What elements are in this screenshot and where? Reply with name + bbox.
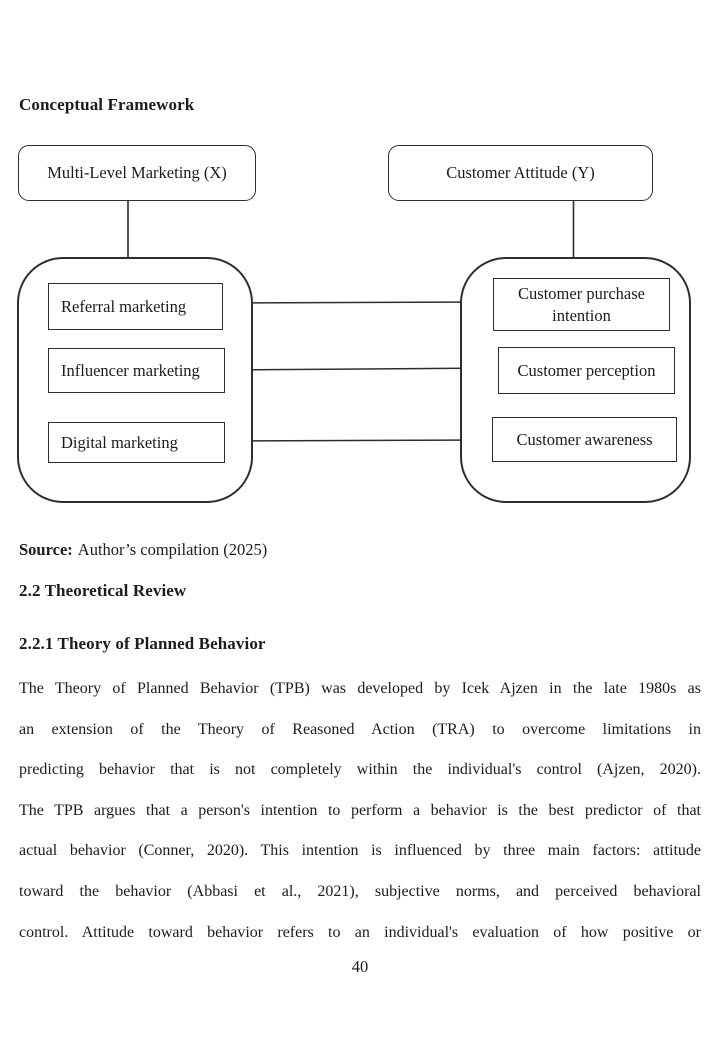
box-customer-awareness: Customer awareness — [492, 417, 677, 462]
paragraph-line: The TPB argues that a person's intention… — [19, 801, 701, 819]
box-customer-perception: Customer perception — [498, 347, 675, 394]
subsection-heading-theory-of-planned-behavior: 2.2.1 Theory of Planned Behavior — [19, 634, 266, 653]
box-digital-marketing: Digital marketing — [48, 422, 225, 463]
box-customer-attitude: Customer Attitude (Y) — [388, 145, 653, 201]
paragraph-line: an extension of the Theory of Reasoned A… — [19, 720, 701, 738]
box-referral-marketing: Referral marketing — [48, 283, 223, 330]
paragraph-line: predicting behavior that is not complete… — [19, 761, 701, 779]
conceptual-framework-heading: Conceptual Framework — [19, 95, 195, 114]
source-label: Source: — [19, 540, 73, 559]
paragraph-line: toward the behavior (Abbasi et al., 2021… — [19, 882, 701, 900]
arrow-influencer-to-perception — [225, 363, 497, 373]
arrow-digital-to-awareness — [225, 435, 491, 445]
box-multi-level-marketing: Multi-Level Marketing (X) — [18, 145, 256, 201]
box-customer-purchase-intention: Customer purchase intention — [493, 278, 670, 331]
body-paragraph: The Theory of Planned Behavior (TPB) was… — [19, 669, 701, 953]
arrow-referral-to-purchase-intention — [223, 297, 492, 307]
paragraph-line: actual behavior (Conner, 2020). This int… — [19, 842, 701, 860]
box-influencer-marketing: Influencer marketing — [48, 348, 225, 393]
source-caption: Source:Author’s compilation (2025) — [19, 540, 267, 560]
paragraph-line: The Theory of Planned Behavior (TPB) was… — [19, 680, 701, 697]
paragraph-line: control. Attitude toward behavior refers… — [19, 923, 701, 941]
page-number: 40 — [351, 957, 369, 976]
section-heading-theoretical-review: 2.2 Theoretical Review — [19, 581, 187, 600]
source-text: Author’s compilation (2025) — [77, 540, 268, 559]
